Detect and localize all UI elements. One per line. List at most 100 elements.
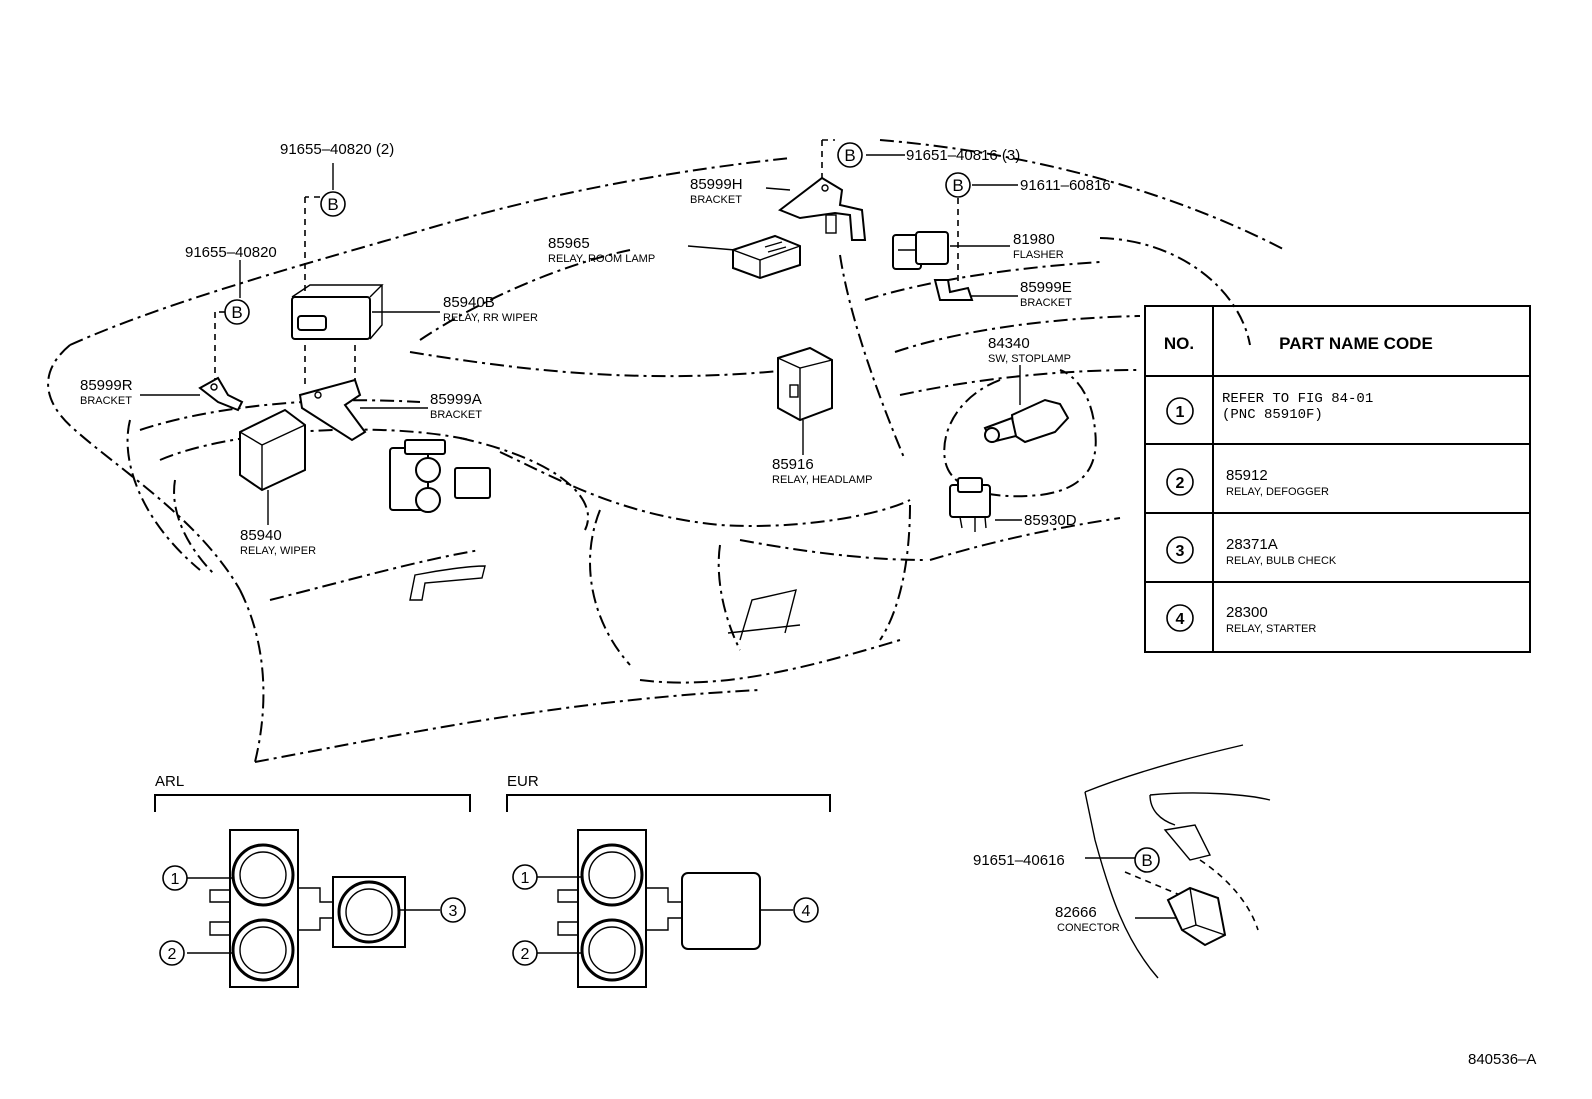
bolt-marker-b <box>837 142 863 168</box>
row-number: 2 <box>1176 475 1185 492</box>
row-number-circle <box>1166 536 1194 564</box>
relay-cluster-center <box>389 439 491 513</box>
row-line-1: 28300 <box>1226 604 1268 621</box>
part-number-85965: 85965 <box>548 235 590 252</box>
arl-callout-1-label: 1 <box>171 871 180 888</box>
eur-label: EUR <box>507 773 539 790</box>
eur-relay-4 <box>681 872 761 950</box>
bolt-marker-b-label: B <box>327 195 338 214</box>
part-name-85999a: BRACKET <box>430 409 482 421</box>
bolt-marker-b-label: B <box>952 176 963 195</box>
row-line-1: 28371A <box>1226 536 1278 553</box>
part-name-85965: RELAY, ROOM LAMP <box>548 253 655 265</box>
arl-bracket <box>154 794 471 812</box>
bolt-marker-b-label: B <box>1141 851 1152 870</box>
row-line-2: (PNC 85910F) <box>1222 407 1323 423</box>
row-line-1: 85912 <box>1226 467 1268 484</box>
part-name-85999r: BRACKET <box>80 395 132 407</box>
arl-relay-1 <box>231 843 295 907</box>
part-number-85940: 85940 <box>240 527 282 544</box>
part-number-85930d: 85930D <box>1024 512 1077 529</box>
connector-85930d <box>949 477 991 532</box>
part-name-85999e: BRACKET <box>1020 297 1072 309</box>
row-number-circle <box>1166 604 1194 632</box>
part-name-85916: RELAY, HEADLAMP <box>772 474 872 486</box>
relay-rr-wiper <box>291 284 384 340</box>
row-line-1: REFER TO FIG 84-01 <box>1222 391 1373 407</box>
arl-callout-1 <box>162 865 188 891</box>
row-number: 3 <box>1176 543 1185 560</box>
arl-callout-2-label: 2 <box>168 946 177 963</box>
row-number-circle <box>1166 397 1194 425</box>
row-number-circle <box>1166 468 1194 496</box>
row-line-2: RELAY, BULB CHECK <box>1226 555 1337 567</box>
connector-82666 <box>1166 886 1227 947</box>
part-number-91651-40816-3: 91651–40816 (3) <box>906 147 1020 164</box>
part-name-85940b: RELAY, RR WIPER <box>443 312 538 324</box>
bolt-marker-b-label: B <box>231 303 242 322</box>
part-number-91611-60816: 91611–60816 <box>1020 177 1111 194</box>
arl-callout-2 <box>159 940 185 966</box>
part-name-85940: RELAY, WIPER <box>240 545 316 557</box>
eur-callout-1 <box>512 864 538 890</box>
bolt-marker-b-label: B <box>844 146 855 165</box>
eur-callout-2 <box>512 940 538 966</box>
arl-callout-3 <box>440 897 466 923</box>
part-name-85999h: BRACKET <box>690 194 742 206</box>
eur-bracket <box>506 794 831 812</box>
table-frame <box>1144 305 1531 653</box>
bracket-85999r <box>198 376 244 412</box>
arl-relay-layout: ARL 1 2 3 <box>154 773 471 988</box>
bracket-85999a <box>298 378 367 442</box>
stoplamp-switch <box>983 398 1070 444</box>
part-number-91655-40820: 91655–40820 <box>185 244 277 261</box>
part-name-82666: CONECTOR <box>1057 922 1120 934</box>
bolt-marker-b <box>224 299 250 325</box>
part-number-91651-40616: 91651–40616 <box>973 852 1065 869</box>
arl-label: ARL <box>155 773 184 790</box>
part-number-85940b: 85940B <box>443 294 495 311</box>
bracket-85999h <box>777 176 867 241</box>
relay-room-lamp <box>732 234 801 280</box>
table-row: 4 28300 RELAY, STARTER <box>1166 604 1316 635</box>
figure-code: 840536–A <box>1468 1051 1536 1068</box>
bolt-marker-b <box>945 172 971 198</box>
leader-lines <box>140 139 1181 919</box>
relay-headlamp <box>777 346 833 422</box>
table-row: 3 28371A RELAY, BULB CHECK <box>1166 536 1337 567</box>
callouts: 91655–40820 (2) 91655–40820 85999R BRACK… <box>80 141 1120 934</box>
eur-relay-1 <box>580 843 644 907</box>
inset-body-outline <box>1084 744 1271 979</box>
row-number: 1 <box>1176 404 1185 421</box>
eur-relay-2 <box>580 918 644 982</box>
part-number-85916: 85916 <box>772 456 814 473</box>
arl-relay-2 <box>231 918 295 982</box>
part-number-82666: 82666 <box>1055 904 1097 921</box>
part-number-85999e: 85999E <box>1020 279 1072 296</box>
row-line-2: RELAY, DEFOGGER <box>1226 486 1329 498</box>
eur-callout-4 <box>793 897 819 923</box>
bracket-85999e <box>933 279 974 301</box>
bolt-markers: B B B B B <box>224 142 1160 873</box>
flasher <box>892 231 949 270</box>
arl-callout-3-label: 3 <box>449 903 458 920</box>
table-row: 1 REFER TO FIG 84-01 (PNC 85910F) <box>1166 391 1373 425</box>
bolt-marker-b <box>320 191 346 217</box>
row-number: 4 <box>1176 611 1185 628</box>
part-number-85999r: 85999R <box>80 377 133 394</box>
eur-callout-4-label: 4 <box>802 903 811 920</box>
part-number-81980: 81980 <box>1013 231 1055 248</box>
part-name-81980: FLASHER <box>1013 249 1064 261</box>
table-header-name: PART NAME CODE <box>1279 334 1433 353</box>
part-name-84340: SW, STOPLAMP <box>988 353 1071 365</box>
part-name-code-table: NO. PART NAME CODE 1 REFER TO FIG 84-01 … <box>1144 305 1531 653</box>
eur-relay-layout: EUR 1 2 4 <box>506 773 831 988</box>
part-number-91655-40820-2: 91655–40820 (2) <box>280 141 394 158</box>
eur-callout-2-label: 2 <box>521 946 530 963</box>
vehicle-outline <box>47 139 1286 763</box>
table-row: 2 85912 RELAY, DEFOGGER <box>1166 467 1329 498</box>
part-number-84340: 84340 <box>988 335 1030 352</box>
row-line-2: RELAY, STARTER <box>1226 623 1316 635</box>
part-number-85999h: 85999H <box>690 176 743 193</box>
